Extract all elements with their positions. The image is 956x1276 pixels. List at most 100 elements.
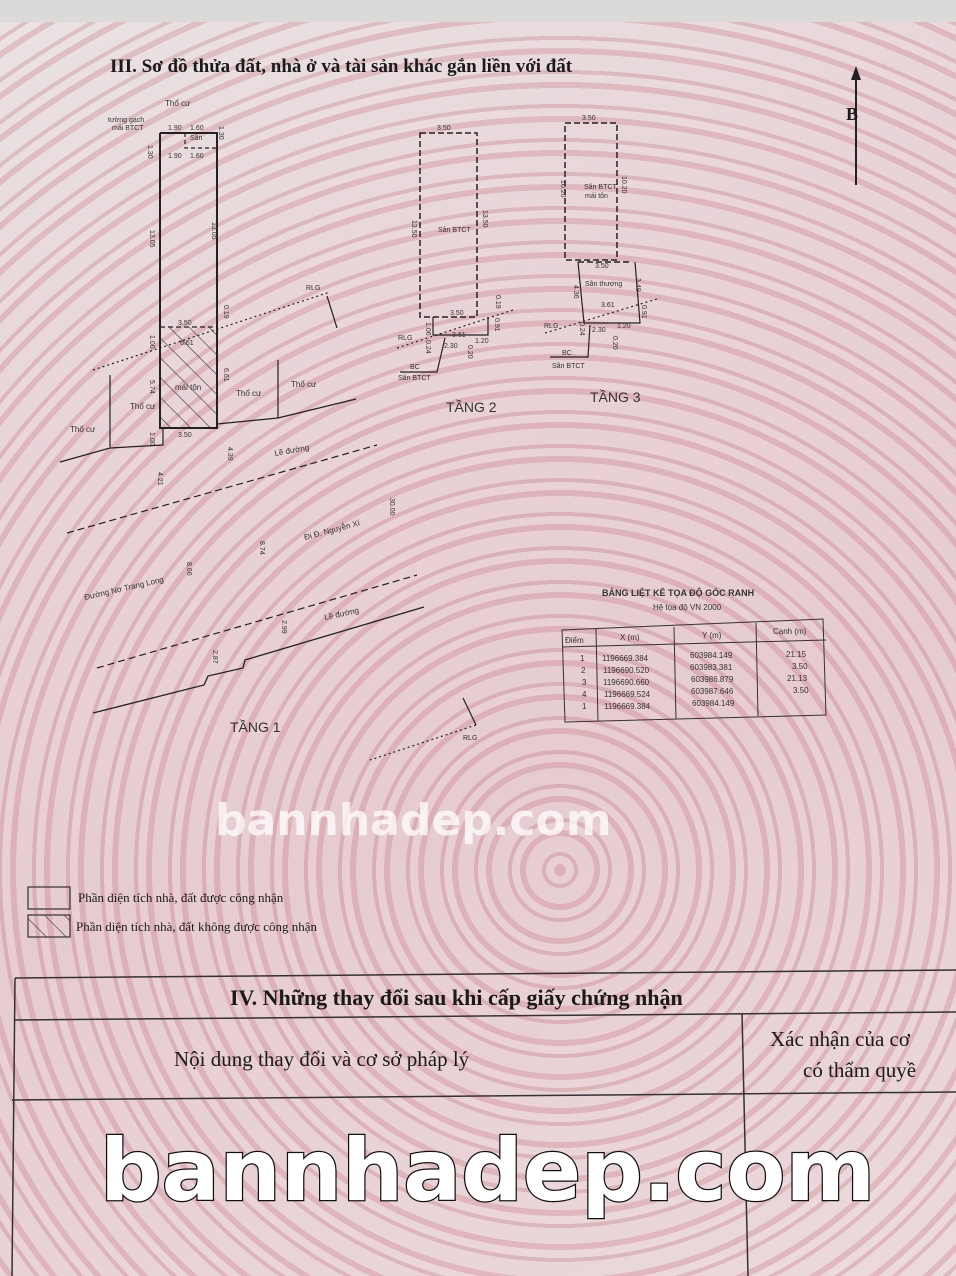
diagram-label: 4.39 — [226, 447, 233, 461]
diagram-label: 13.50 — [481, 210, 488, 228]
diagram-label: 3.61 — [452, 332, 466, 339]
section4-table — [11, 969, 956, 1276]
diagram-label: 3.50 — [178, 432, 192, 439]
diagram-label: 0.19 — [222, 305, 229, 319]
diagram-label: Sân BTCT — [398, 375, 431, 382]
diagram-label: 13.05 — [210, 222, 217, 240]
diagram-label: 603986.879 — [691, 675, 734, 684]
diagram-label: 30.00 — [388, 498, 395, 516]
diagram-label: 3 — [582, 678, 587, 687]
diagram-label: RLG — [463, 735, 477, 742]
diagram-label: 2.99 — [280, 620, 287, 634]
neighbor-label: Thổ cư — [291, 380, 317, 389]
diagram-label: 21.13 — [787, 674, 808, 683]
diagram-label: 5.74 — [148, 380, 155, 394]
diagram-label: RLG — [544, 323, 558, 330]
diagram-label: 3.50 — [178, 320, 192, 327]
diagram-label: 0.24 — [424, 340, 431, 354]
tang1-label: TẦNG 1 — [230, 719, 281, 735]
tang3-plan — [544, 122, 661, 358]
diagram-label: 3.50 — [595, 263, 609, 270]
diagram-label: Y (m) — [702, 631, 722, 640]
diagram-label: 1 — [582, 702, 587, 711]
diagram-label: Đường Nơ Trang Long — [83, 575, 164, 602]
diagram-label: 1.90 — [168, 153, 182, 160]
neighbor-label: Thổ cư — [70, 425, 96, 434]
diagram-label: X (m) — [620, 633, 640, 642]
table-surface — [0, 0, 956, 22]
diagram-label: 10.20 — [559, 180, 566, 198]
diagram-label: tường gạch — [108, 117, 144, 124]
diagram-label: 1.60 — [190, 153, 204, 160]
neighbor-label: Thổ cư — [165, 99, 191, 108]
diagram-label: 3.61 — [601, 302, 615, 309]
diagram-label: 8.66 — [185, 562, 192, 576]
diagram-label: 603984.149 — [690, 651, 733, 660]
diagram-label: 21.15 — [786, 650, 807, 659]
diagram-label: Sân BTCT — [438, 227, 471, 234]
diagram-label: Điểm — [565, 636, 584, 645]
section4-col-confirm-header: Xác nhận của cơ — [770, 1027, 911, 1051]
diagram-label: 2.30 — [592, 327, 606, 334]
diagram-label: mái tôn — [585, 193, 608, 200]
diagram-label: 1196690.660 — [603, 678, 650, 687]
diagram-label: 1.90 — [168, 125, 182, 132]
tang3-labels: 3.50 10.20 10.20 3.50 4.36 3.49 3.61 0.9… — [544, 115, 647, 405]
tang2-label: TẦNG 2 — [446, 399, 497, 415]
diagram-label: 1196669.384 — [604, 702, 651, 711]
legend: Phần diện tích nhà, đất được công nhận P… — [27, 886, 318, 938]
diagram-label: BC — [410, 364, 420, 371]
diagram-label: Cạnh (m) — [773, 627, 807, 636]
diagram-label: 1 — [580, 654, 585, 663]
diagram-label: Lề đường — [324, 606, 360, 622]
coordinate-table: BẢNG LIỆT KÊ TỌA ĐỘ GÓC RANH Hệ tọa độ V… — [561, 587, 827, 723]
table-row: 3 1196690.660 603986.879 21.13 — [582, 674, 808, 687]
section4-col-content-header: Nội dung thay đổi và cơ sở pháp lý — [174, 1047, 470, 1071]
diagram-label: 0.91 — [640, 305, 647, 319]
diagram-label: 3.49 — [634, 278, 641, 292]
tang1-plan — [59, 132, 477, 761]
diagram-label: 2.30 — [444, 343, 458, 350]
diagram-label: 1.60 — [190, 125, 204, 132]
section3-title: III. Sơ đồ thửa đất, nhà ở và tài sản kh… — [110, 56, 573, 77]
diagram-label: 13.50 — [410, 220, 417, 238]
diagram-label: 0.19 — [494, 295, 501, 309]
diagram-label: 8.74 — [258, 541, 265, 555]
legend-unrecognized-label: Phần diện tích nhà, đất không được công … — [76, 919, 318, 934]
diagram-label: 1.06 — [424, 322, 431, 336]
diagram-label: Sân thượng — [585, 281, 622, 288]
diagram-label: 4.36 — [572, 285, 579, 299]
diagram-label: 1.30 — [217, 126, 224, 140]
diagram-label: 3.50 — [450, 310, 464, 317]
watermark-large: bannhadep.com — [100, 1121, 875, 1221]
diagram-label: 10.20 — [620, 176, 627, 194]
diagram-label: Sân BTCT — [584, 184, 617, 191]
diagram-label: 3.50 — [793, 686, 809, 695]
diagram-label: 0.20 — [611, 336, 618, 350]
tang3-label: TẦNG 3 — [590, 389, 641, 405]
diagram-label: Sân — [190, 135, 203, 142]
diagram-label: 6.61 — [222, 368, 229, 382]
diagram-label: mái tôn — [175, 383, 201, 392]
diagram-label: 0.24 — [578, 322, 585, 336]
diagram-label: 6.61 — [180, 340, 194, 347]
watermark-small: bannhadep.com — [215, 795, 612, 846]
diagram-label: 1196669.524 — [604, 690, 651, 699]
diagram-label: 1.00 — [148, 335, 155, 349]
diagram-label: 1.20 — [475, 338, 489, 345]
coord-table-subtitle: Hệ tọa độ VN 2000 — [653, 603, 722, 612]
diagram-label: 13.05 — [148, 230, 155, 248]
diagram-label: 1196690.520 — [603, 666, 650, 675]
legend-recognized-swatch — [27, 886, 71, 910]
diagram-label: 3.50 — [437, 125, 451, 132]
diagram-label: RLG — [398, 335, 412, 342]
diagram-label: RLG — [306, 285, 320, 292]
diagram-label: 3.50 — [582, 115, 596, 122]
diagram-label: 0.20 — [466, 345, 473, 359]
diagram-label: mái BTCT — [112, 125, 144, 132]
coord-table-title: BẢNG LIỆT KÊ TỌA ĐỘ GÓC RANH — [602, 587, 754, 598]
tang1-labels: Thổ cư Thổ cư Thổ cư Thổ cư Thổ cư tường… — [70, 99, 477, 742]
